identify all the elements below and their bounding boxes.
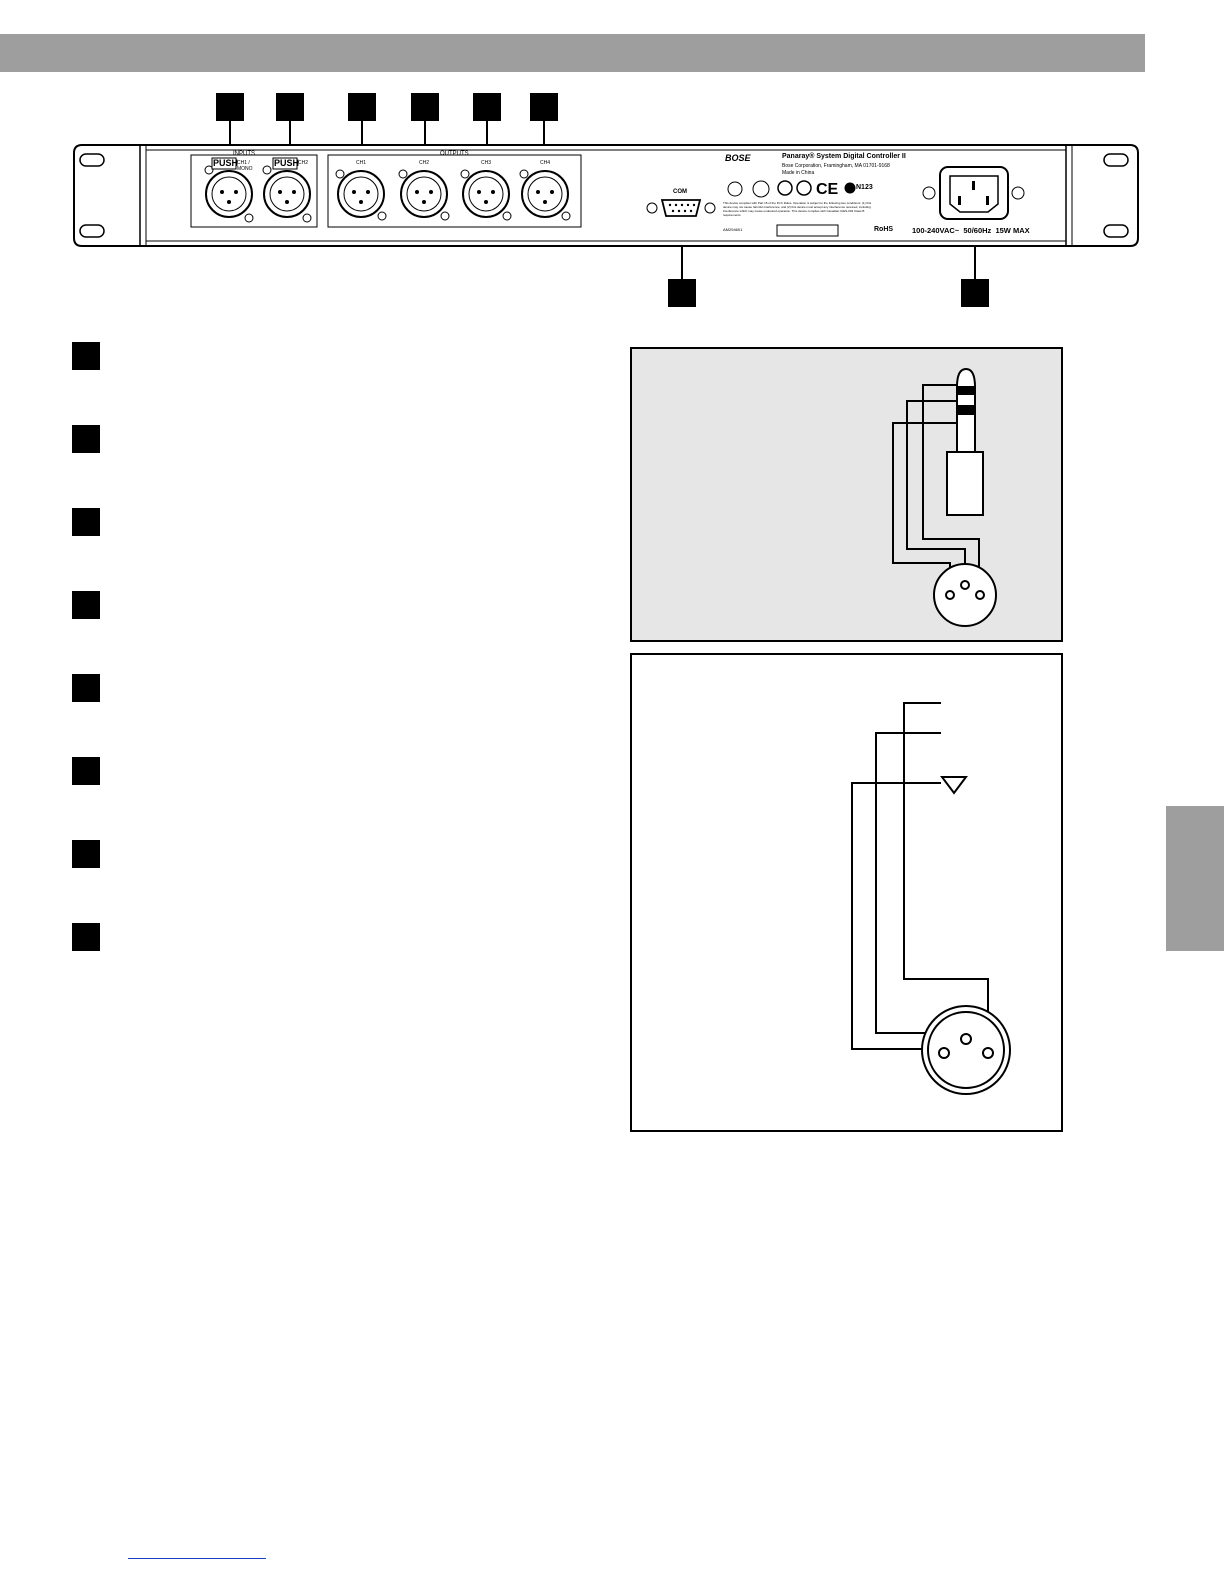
leader-line <box>229 121 231 163</box>
made-in-label: Made in China <box>782 170 815 176</box>
rohs-label: RoHS <box>874 226 894 233</box>
output-ch4-label: CH4 <box>540 160 551 166</box>
legend-box-3 <box>72 508 100 536</box>
legend-box-5 <box>72 674 100 702</box>
n-mark: N123 <box>856 184 873 191</box>
com-db9-port <box>646 199 716 217</box>
xlr-output-ch2 <box>398 169 450 221</box>
xlr-female-connector-icon <box>921 1005 1011 1095</box>
leader-line <box>424 121 426 163</box>
legend-box-8 <box>72 923 100 951</box>
legend-box-6 <box>72 757 100 785</box>
push-label-ch2: PUSH <box>274 158 300 168</box>
footer-link-rule <box>128 1558 266 1559</box>
xlr-input-ch1 <box>204 165 254 223</box>
xlr-wiring-diagram <box>630 653 1063 1132</box>
xlr-input-ch2 <box>262 165 312 223</box>
rack-slot <box>79 224 105 238</box>
inputs-label: INPUTS <box>233 151 256 157</box>
rack-slot <box>1103 153 1129 167</box>
outputs-label: OUTPUTS <box>440 151 469 157</box>
leader-line <box>974 222 976 279</box>
leader-line <box>289 121 291 163</box>
xlr-output-ch4 <box>519 169 571 221</box>
callout-box-output-ch1 <box>348 93 376 121</box>
trs-to-xlr-wiring-diagram <box>630 347 1063 642</box>
callout-box-com <box>668 279 696 307</box>
serial-label-box <box>776 224 839 237</box>
header-bar <box>0 34 1145 72</box>
xlr-output-ch3 <box>460 169 512 221</box>
push-label-ch1: PUSH <box>213 158 239 168</box>
svg-text:CE: CE <box>816 181 839 198</box>
rack-slot <box>1103 224 1129 238</box>
model-code: AM294601 <box>723 227 743 232</box>
xlr-output-ch1 <box>335 169 387 221</box>
ch1-mono-label: CH1 / MONO <box>237 160 253 172</box>
ch2-input-label: CH2 <box>298 160 309 166</box>
leader-line <box>681 228 683 279</box>
legend-box-7 <box>72 840 100 868</box>
power-rating-label: 100-240VAC~ 50/60Hz 15W MAX <box>912 226 1030 235</box>
callout-box-power <box>961 279 989 307</box>
fcc-compliance-text: This device complies with Part 15 of the… <box>723 201 872 217</box>
trs-plug-icon <box>946 367 984 516</box>
certification-marks: CE <box>727 180 856 198</box>
section-tab <box>1166 806 1224 951</box>
callout-box-output-ch4 <box>530 93 558 121</box>
iec-power-inlet <box>922 166 1025 220</box>
leader-line <box>543 121 545 163</box>
rack-slot <box>79 153 105 167</box>
company-line: Bose Corporation, Framingham, MA 01701-9… <box>782 163 890 169</box>
inputs-group-border <box>190 154 318 228</box>
callout-box-input-ch1 <box>216 93 244 121</box>
leader-line <box>486 121 488 163</box>
xlr-connector-icon <box>933 563 997 627</box>
output-ch1-label: CH1 <box>356 160 367 166</box>
ground-symbol-icon <box>940 776 968 795</box>
legend-box-2 <box>72 425 100 453</box>
callout-box-output-ch3 <box>473 93 501 121</box>
callout-box-input-ch2 <box>276 93 304 121</box>
product-name: Panaray® System Digital Controller II <box>782 153 906 160</box>
com-label: COM <box>673 189 687 195</box>
leader-line <box>361 121 363 163</box>
legend-box-1 <box>72 342 100 370</box>
bose-logo: BOSE <box>725 153 751 163</box>
output-ch2-label: CH2 <box>419 160 430 166</box>
callout-box-output-ch2 <box>411 93 439 121</box>
output-ch3-label: CH3 <box>481 160 492 166</box>
legend-box-4 <box>72 591 100 619</box>
outputs-group-border <box>327 154 582 228</box>
rear-panel-illustration: CE <box>73 144 1139 247</box>
